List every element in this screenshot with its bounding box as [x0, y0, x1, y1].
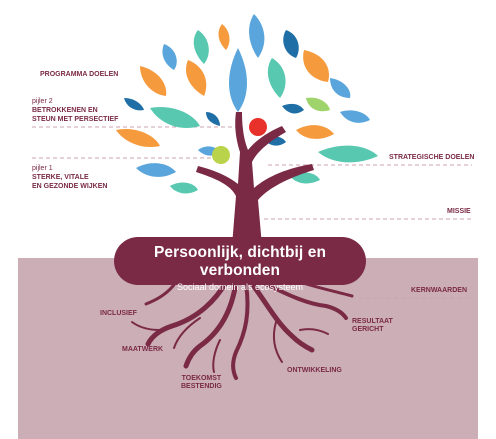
label-ontwikkeling: ONTWIKKELING	[287, 367, 342, 374]
root	[299, 328, 329, 335]
leaf	[318, 145, 378, 163]
label-maatwerk: MAATWERK	[122, 346, 164, 353]
root	[273, 321, 283, 363]
center-banner	[114, 237, 366, 285]
center-subtitle: Sociaal domein als ecosysteem	[176, 282, 304, 292]
root	[183, 279, 239, 369]
root	[144, 280, 178, 306]
label-resultaat-line2: GERICHT	[352, 326, 384, 334]
tree-roots	[131, 279, 354, 380]
root	[212, 339, 221, 373]
root	[298, 280, 354, 298]
leaf	[267, 58, 286, 98]
trunk-shape	[196, 112, 314, 246]
label-pijler2-tag: pijler 2	[32, 98, 53, 105]
label-toekomst-line1: TOEKOMST	[181, 375, 222, 382]
leaf	[124, 98, 144, 111]
label-pijler2-line1: BETROKKENEN EN	[32, 107, 98, 114]
leaf	[306, 97, 330, 112]
center-text-block: Persoonlijk, dichtbij en verbonden Socia…	[114, 237, 366, 292]
label-pijler1-tag: pijler 1	[32, 165, 53, 172]
leaf	[140, 66, 167, 96]
root	[131, 321, 161, 331]
leaf	[303, 50, 329, 82]
leaf	[340, 110, 370, 123]
leaf	[330, 78, 351, 98]
center-title: Persoonlijk, dichtbij en verbonden	[153, 244, 327, 279]
leaf	[229, 48, 247, 112]
root	[264, 282, 348, 320]
leaf	[185, 60, 207, 96]
root	[173, 317, 201, 349]
label-toekomst-line2: BESTENDIG	[181, 383, 222, 391]
leaf	[193, 30, 209, 64]
label-resultaat-line1: RESULTAAT	[352, 318, 393, 325]
label-pijler1-line1: STERKE, VITALE	[32, 174, 89, 181]
label-pijler1-line2: EN GEZONDE WIJKEN	[32, 183, 108, 190]
root	[231, 282, 250, 380]
leaf	[283, 30, 299, 58]
leaf	[249, 14, 265, 58]
fruit-green-circle	[212, 146, 230, 164]
label-inclusief: INCLUSIEF	[100, 310, 137, 317]
label-strategische-doelen: STRATEGISCHE DOELEN	[389, 154, 475, 161]
leaf	[170, 182, 198, 194]
label-kernwaarden: KERNWAARDEN	[411, 287, 467, 294]
leaf	[206, 112, 220, 126]
leaf	[296, 125, 334, 139]
root	[145, 279, 229, 347]
leaf	[136, 163, 176, 177]
leaf	[150, 106, 200, 128]
label-programma-doelen: PROGRAMMA DOELEN	[40, 71, 119, 78]
root	[249, 281, 315, 353]
tree-trunk	[196, 112, 314, 246]
leaf	[282, 103, 304, 114]
fruit-red-circle	[249, 118, 267, 136]
leaf	[116, 128, 160, 148]
leaf	[162, 44, 177, 70]
label-toekomst-bestendig: TOEKOMST BESTENDIG	[181, 375, 222, 391]
leaf	[218, 24, 230, 50]
label-pijler2-line2: STEUN MET PERSECTIEF	[32, 116, 119, 123]
label-resultaat-gericht: RESULTAAT GERICHT	[352, 318, 393, 334]
guide-lines	[32, 126, 472, 299]
label-missie: MISSIE	[447, 208, 471, 215]
